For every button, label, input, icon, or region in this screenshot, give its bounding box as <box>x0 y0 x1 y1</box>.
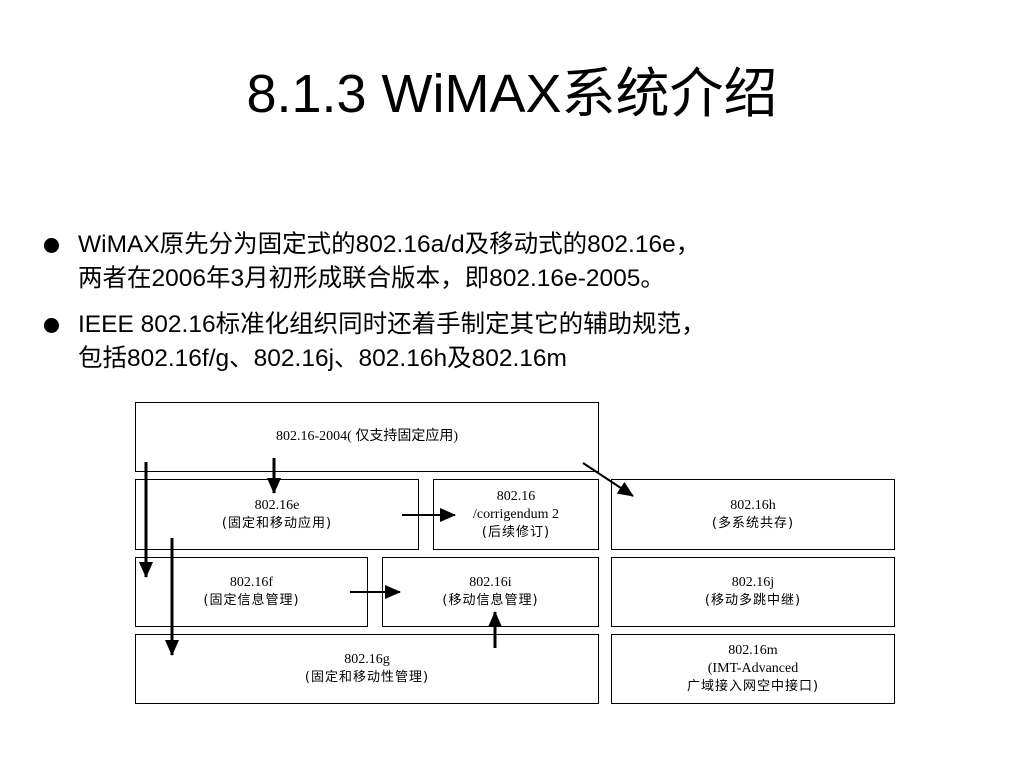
box-label: 802.16g <box>344 652 390 667</box>
box-802-16-corrigendum2: 802.16 /corrigendum 2 (后续修订) <box>433 479 599 550</box>
box-802-16h: 802.16h (多系统共存) <box>611 479 895 550</box>
bullet-dot-icon <box>44 318 59 333</box>
box-802-16i: 802.16i (移动信息管理) <box>382 557 599 627</box>
box-sublabel: (固定信息管理) <box>203 593 300 608</box>
arrow-base-to-h <box>582 462 634 497</box>
box-802-16f: 802.16f (固定信息管理) <box>135 557 368 627</box>
box-label: /corrigendum 2 <box>473 506 559 522</box>
bullet-item: IEEE 802.16标准化组织同时还着手制定其它的辅助规范， 包括802.16… <box>40 308 1000 376</box>
box-sublabel: (后续修订) <box>481 524 551 540</box>
box-label: 802.16-2004( 仅支持固定应用) <box>276 429 458 444</box>
box-802-16-2004: 802.16-2004( 仅支持固定应用) <box>135 402 599 472</box>
box-label: 802.16j <box>731 575 775 590</box>
box-802-16g: 802.16g (固定和移动性管理) <box>135 634 599 704</box>
box-label: 802.16 <box>496 488 536 504</box>
box-sublabel: (移动多跳中继) <box>704 593 802 608</box>
bullet-dot-icon <box>44 238 59 253</box>
box-label: 802.16f <box>229 575 274 590</box>
bullet-list: WiMAX原先分为固定式的802.16a/d及移动式的802.16e， 两者在2… <box>40 228 1000 388</box>
bullet-text-line: 包括802.16f/g、802.16j、802.16h及802.16m <box>78 345 567 372</box>
box-label: 802.16i <box>469 575 512 590</box>
bullet-text-line: IEEE 802.16标准化组织同时还着手制定其它的辅助规范， <box>78 311 706 338</box>
box-label: 802.16m <box>728 643 778 658</box>
box-802-16m: 802.16m (IMT-Advanced 广域接入网空中接口) <box>611 634 895 704</box>
slide-title: 8.1.3 WiMAX系统介绍 <box>246 64 778 124</box>
bullet-text-line: 两者在2006年3月初形成联合版本，即802.16e-2005。 <box>78 265 665 292</box>
box-sublabel: (固定和移动性管理) <box>304 670 430 685</box>
bullet-text-line: WiMAX原先分为固定式的802.16a/d及移动式的802.16e， <box>78 231 701 258</box>
box-sublabel: (多系统共存) <box>711 515 795 531</box>
box-802-16j: 802.16j (移动多跳中继) <box>611 557 895 627</box>
bullet-item: WiMAX原先分为固定式的802.16a/d及移动式的802.16e， 两者在2… <box>40 228 1000 296</box>
box-label: (IMT-Advanced <box>707 661 799 676</box>
box-sublabel: (移动信息管理) <box>442 593 539 608</box>
box-label: 802.16h <box>730 497 776 513</box>
box-label: 802.16e <box>254 497 300 513</box>
box-sublabel: 广域接入网空中接口) <box>686 679 820 694</box>
box-sublabel: (固定和移动应用) <box>221 515 333 531</box>
